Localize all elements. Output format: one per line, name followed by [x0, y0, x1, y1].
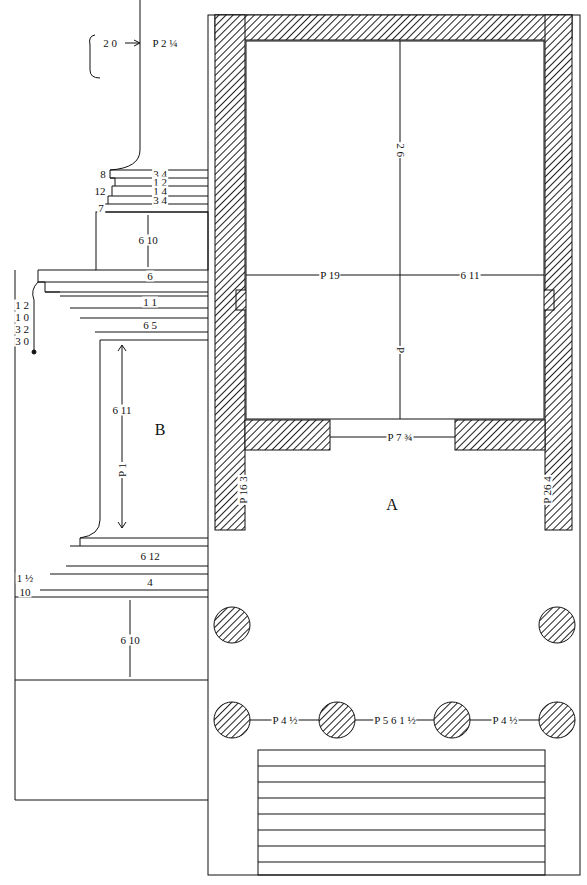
dimension-label: 1 1 [142, 297, 158, 308]
step-line [258, 782, 545, 783]
step-line [258, 862, 545, 863]
step-line [258, 846, 545, 847]
dimension-label: 10 [19, 587, 32, 598]
dimension-label: P 19 [319, 270, 340, 281]
dimension-label: 1 0 [14, 312, 30, 323]
step-line [258, 766, 545, 767]
dimension-label: 3 4 [152, 195, 168, 206]
dimension-label: P 1 [117, 462, 128, 478]
dimension-label: 4 [146, 577, 154, 588]
dimension-label: 6 5 [142, 320, 158, 331]
dimension-label: P 5 6 1 ½ [373, 715, 416, 726]
dimension-label: 6 11 [460, 270, 481, 281]
dimension-label: P 16 3 [238, 475, 249, 505]
step-line [258, 814, 545, 815]
dimension-label: 1 ½ [16, 573, 35, 584]
dimension-label: 6 11 [112, 405, 133, 416]
dimension-label: 6 12 [139, 551, 160, 562]
dimension-label: 3 0 [14, 336, 30, 347]
dimension-label: P 4 ½ [272, 715, 299, 726]
dimension-label: 12 [94, 186, 107, 197]
dimension-label: P 4 ½ [492, 715, 519, 726]
dimension-label: 7 [97, 203, 105, 214]
step-line [258, 830, 545, 831]
figure-letter: A [385, 497, 399, 513]
dimension-label: P 2 ¼ [152, 38, 179, 49]
dimension-label: 3 2 [14, 324, 30, 335]
dimension-label: 6 10 [119, 635, 140, 646]
dimension-label: 8 [99, 169, 107, 180]
dimension-label: P 7 ¾ [387, 432, 414, 443]
dimension-label: P [395, 346, 406, 354]
step-line [258, 798, 545, 799]
dimension-label: 2 6 [395, 142, 406, 158]
dimension-label: P 26 4 [542, 475, 553, 505]
dimension-label: 2 0 [102, 38, 118, 49]
dimension-label: 6 [146, 271, 154, 282]
dimension-label: 6 10 [137, 235, 158, 246]
figure-letter: B [154, 422, 167, 438]
dimension-label: 1 2 [14, 300, 30, 311]
